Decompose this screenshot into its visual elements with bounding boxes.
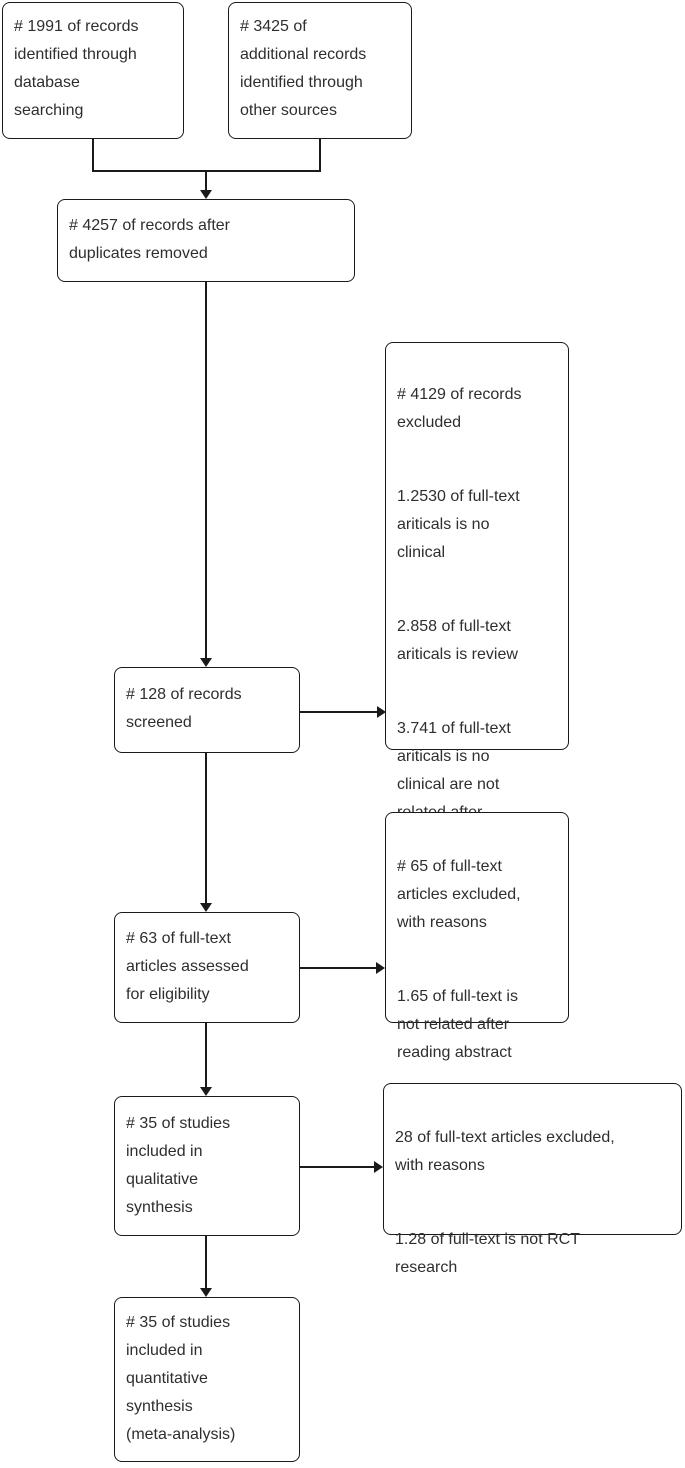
connector-from-database-box bbox=[92, 139, 94, 172]
connector-to-quantitative-box bbox=[205, 1236, 207, 1290]
arrowhead-right-records-excluded bbox=[377, 706, 386, 718]
arrowhead-right-rct-excluded bbox=[374, 1161, 383, 1173]
arrowhead-down-eligibility bbox=[200, 903, 212, 912]
connector-to-eligibility-box bbox=[205, 753, 207, 905]
rct-excluded-reason-1: 1.28 of full-text is not RCT research bbox=[395, 1231, 580, 1276]
arrowhead-down-quantitative bbox=[200, 1288, 212, 1297]
connector-screened-to-excluded bbox=[300, 711, 379, 713]
connector-qualitative-to-excluded bbox=[300, 1166, 376, 1168]
box-records-after-duplicates: # 4257 of records after duplicates remov… bbox=[57, 199, 355, 282]
box-quantitative-synthesis: # 35 of studies included in quantitative… bbox=[114, 1297, 300, 1462]
arrowhead-down-qualitative bbox=[200, 1087, 212, 1096]
arrowhead-down-duplicates bbox=[200, 190, 212, 199]
box-records-screened: # 128 of records screened bbox=[114, 667, 300, 753]
rct-excluded-summary: 28 of full-text articles excluded, with … bbox=[395, 1129, 615, 1174]
arrowhead-down-screened bbox=[200, 658, 212, 667]
connector-to-qualitative-box bbox=[205, 1023, 207, 1089]
box-records-identified-other-sources: # 3425 of additional records identified … bbox=[228, 2, 412, 139]
fulltext-excluded-reason-1: 1.65 of full-text is not related after r… bbox=[397, 988, 518, 1061]
box-qualitative-synthesis: # 35 of studies included in qualitative … bbox=[114, 1096, 300, 1236]
box-records-excluded: # 4129 of records excluded 1.2530 of ful… bbox=[385, 342, 569, 849]
connector-assessed-to-excluded bbox=[300, 967, 378, 969]
fulltext-excluded-summary: # 65 of full-text articles excluded, wit… bbox=[397, 858, 521, 931]
connector-to-screened-box bbox=[205, 282, 207, 659]
records-excluded-reason-1: 1.2530 of full-text ariticals is no clin… bbox=[397, 488, 520, 561]
connector-from-other-sources-box bbox=[319, 139, 321, 172]
connector-to-duplicates-box bbox=[205, 170, 207, 191]
box-fulltext-assessed: # 63 of full-text articles assessed for … bbox=[114, 912, 300, 1023]
arrowhead-right-fulltext-excluded bbox=[376, 962, 385, 974]
box-records-identified-database: # 1991 of records identified through dat… bbox=[2, 2, 184, 139]
records-excluded-reason-2: 2.858 of full-text ariticals is review bbox=[397, 618, 518, 663]
box-fulltext-excluded: # 65 of full-text articles excluded, wit… bbox=[385, 812, 569, 1061]
box-rct-excluded: 28 of full-text articles excluded, with … bbox=[383, 1083, 682, 1276]
records-excluded-summary: # 4129 of records excluded bbox=[397, 386, 522, 431]
